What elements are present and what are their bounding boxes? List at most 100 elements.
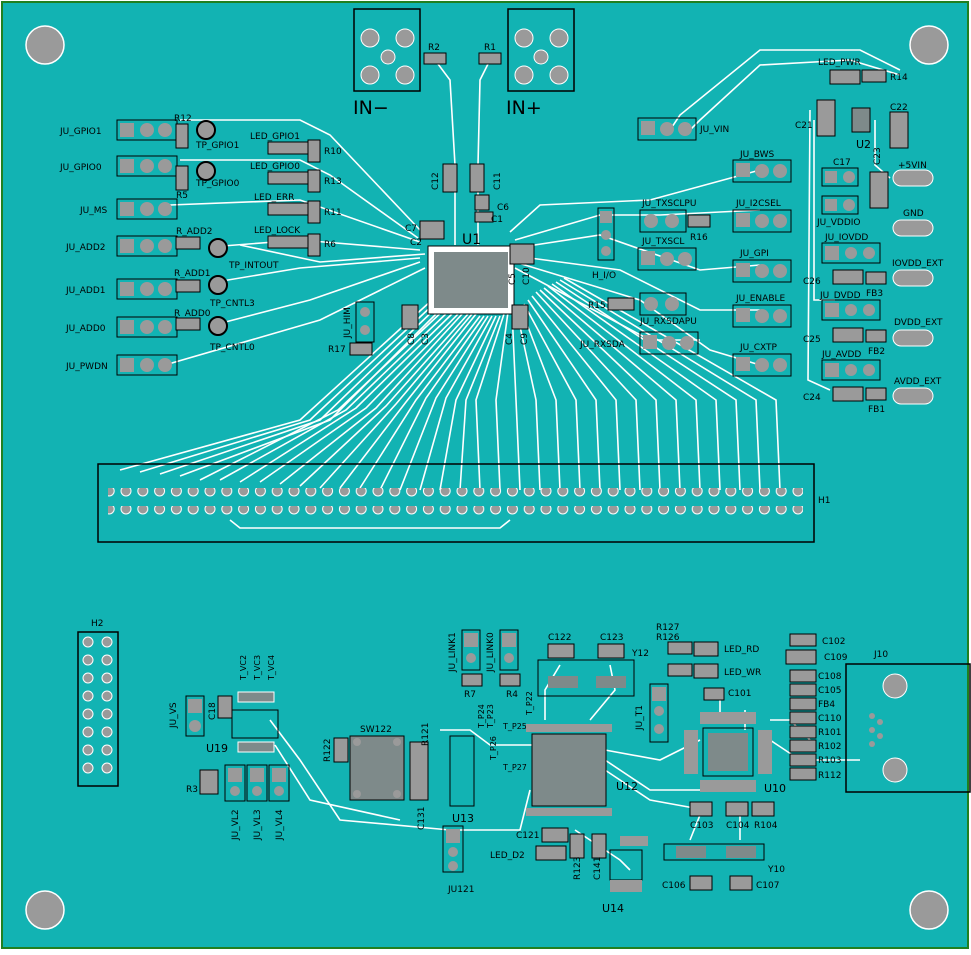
silk-label-txscl: JU_TXSCL [641, 237, 684, 247]
silk-label-r104: R104 [754, 821, 778, 831]
left-small-parts [175, 123, 201, 331]
in-minus-label: IN− [353, 97, 389, 119]
j10-side-parts [785, 633, 817, 781]
silk-label-tp23: T_P23 [486, 704, 495, 729]
jumper-ju-txsclpu: JU_TXSCLPU R16 [639, 199, 711, 243]
silk-label-r3: R3 [186, 785, 198, 795]
silk-label-c123: C123 [600, 633, 623, 643]
silk-label-u10: U10 [764, 782, 786, 795]
silk-label-r-add2: R_ADD2 [176, 227, 213, 237]
silk-label-c103: C103 [690, 821, 713, 831]
header-h2: H2 [77, 619, 119, 787]
jumper-ju-cxtp: JU_CXTP [732, 343, 792, 377]
silk-label-ms: JU_MS [79, 206, 108, 216]
silk-label-r13: R13 [324, 177, 342, 187]
silk-label-err: LED_ERR [254, 193, 294, 203]
jumper-ju-enable: JU_ENABLE [732, 294, 792, 328]
silk-label-sw122: SW122 [360, 725, 392, 735]
silk-label-dvdd-ext: DVDD_EXT [894, 318, 943, 328]
silk-label-r5: R5 [176, 191, 188, 201]
silk-label-gpi: JU_GPI [739, 249, 769, 259]
silk-label-r112: R112 [818, 771, 841, 781]
silk-label-r122: R122 [323, 739, 333, 762]
jumper-ju-add0: JU_ADD0 [65, 316, 178, 338]
silk-label-tp-intout: TP_INTOUT [228, 261, 279, 271]
leds-middle [267, 139, 321, 257]
silk-label-u19: U19 [206, 742, 228, 755]
resistor-r2: R2 [423, 43, 447, 65]
silk-label-c8: C8 [407, 333, 417, 345]
silk-label-r6: R6 [324, 240, 336, 250]
silk-label-c9: C9 [520, 333, 530, 345]
silk-label-vl4: JU_VL4 [275, 809, 285, 841]
silk-label-led-rd: LED_RD [724, 645, 759, 655]
silk-label-fb4: FB4 [818, 700, 835, 710]
power-section [816, 69, 934, 405]
silk-label-ju-vs: JU_VS [169, 702, 179, 729]
silk-label-c25: C25 [803, 335, 821, 345]
jumper-ju-add1: JU_ADD1 [65, 278, 178, 300]
silk-label-r1: R1 [484, 43, 496, 53]
silk-label-fb2: FB2 [868, 347, 885, 357]
silk-label-c121: C121 [516, 831, 539, 841]
silk-label-rxsda: JU_RXSDA [579, 340, 626, 350]
u19-area [185, 691, 290, 802]
silk-label-u14: U14 [602, 902, 624, 915]
silk-label-r102: R102 [818, 742, 841, 752]
silk-label-avdd-ext: AVDD_EXT [894, 377, 942, 387]
silk-label-u13: U13 [452, 812, 474, 825]
silk-label-c18: C18 [208, 702, 218, 720]
silk-label-ju121: JU121 [447, 885, 474, 895]
silk-label-vl2: JU_VL2 [231, 809, 241, 841]
silk-label-dvdd: JU_DVDD [819, 291, 861, 301]
silk-label-h2: H2 [91, 619, 104, 629]
led-rd-wr-area [649, 641, 725, 743]
silk-label-pwdn: JU_PWDN [65, 362, 108, 372]
silk-label-tp-gpio1: TP_GPIO1 [195, 141, 239, 151]
connector-j10: J10 [845, 650, 971, 793]
silk-label-c101: C101 [728, 689, 751, 699]
silk-label-tp-cntl3: TP_CNTL3 [209, 299, 255, 309]
silk-label-r15: R15 [588, 301, 606, 311]
silk-label-c108: C108 [818, 672, 842, 682]
silk-label-u12: U12 [616, 780, 638, 793]
silk-label-tp22: T_P22 [525, 691, 534, 716]
silk-label-lock: LED_LOCK [254, 226, 301, 236]
silk-label-r127: R127 [656, 623, 679, 633]
silk-label-r4: R4 [506, 690, 518, 700]
silk-label-c10: C10 [522, 267, 532, 285]
resistor-r1: R1 [478, 43, 502, 65]
jumper-ju-i2csel: JU_I2CSEL [732, 199, 792, 233]
silk-label-r11: R11 [324, 208, 342, 218]
silk-label-r121: R121 [421, 723, 431, 746]
silk-label-fb3: FB3 [866, 289, 883, 299]
silk-label-add2: JU_ADD2 [65, 243, 106, 253]
silk-label-c11: C11 [493, 172, 503, 190]
silk-label-r16: R16 [690, 233, 708, 243]
silk-label-c109: C109 [824, 653, 848, 663]
silk-label-c4: C4 [505, 333, 515, 345]
mounting-holes [25, 25, 949, 930]
silk-label-r7: R7 [464, 690, 476, 700]
silk-label-r103: R103 [818, 756, 841, 766]
jumper-ju-gpi: JU_GPI [732, 249, 792, 283]
silk-label-c6: C6 [497, 203, 509, 213]
silk-label-r17: R17 [328, 345, 346, 355]
silk-label-ju-t1: JU_T1 [635, 705, 645, 731]
silk-label-c1: C1 [491, 215, 503, 225]
u14-area [535, 827, 648, 892]
silk-label-vddio: JU_VDDIO [816, 218, 861, 228]
silk-label-tp-gpio0: TP_GPIO0 [195, 179, 240, 189]
silk-label-r12: R12 [174, 114, 192, 124]
silk-label-t-vc2: T_VC2 [239, 655, 248, 681]
silk-label-link1: JU_LINK1 [448, 632, 458, 673]
silk-label-j10: J10 [873, 650, 888, 660]
silk-label-led-d2: LED_D2 [490, 851, 525, 861]
silk-label-gpio1: JU_GPIO1 [59, 127, 102, 137]
silk-label-rxsdapu: JU_RXSDAPU [639, 317, 697, 327]
test-points-left [196, 120, 228, 336]
chip-u12: U12 [526, 724, 638, 816]
silk-label-c3: C3 [421, 333, 431, 345]
